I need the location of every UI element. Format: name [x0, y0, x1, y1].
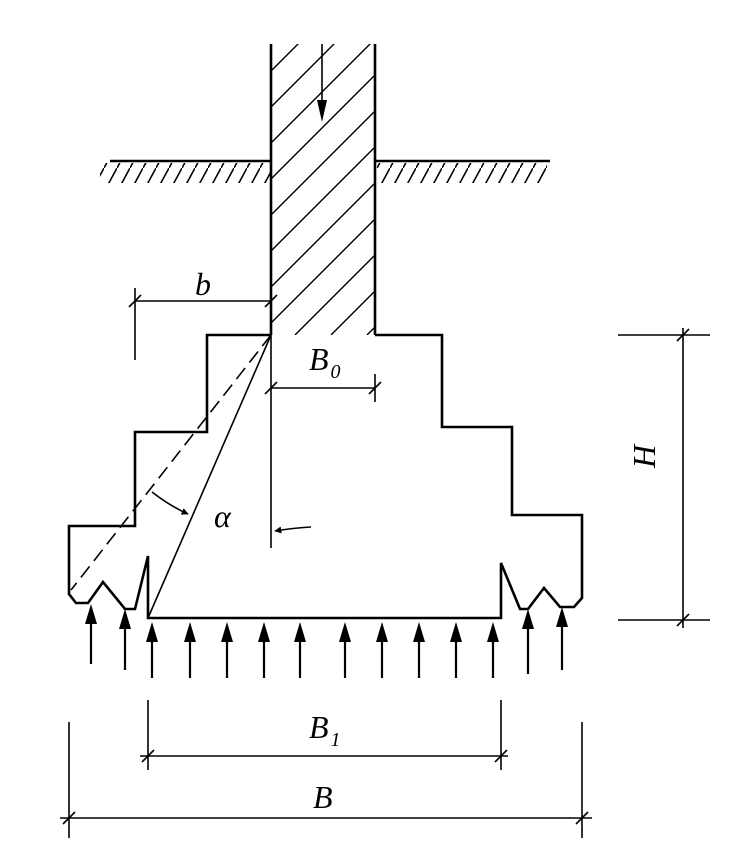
alpha-label: α [214, 498, 232, 534]
reaction-arrow [294, 622, 306, 678]
column-hatch-line [271, 74, 375, 180]
reaction-arrow [119, 609, 131, 670]
column-hatch-line [271, 146, 375, 252]
reaction-arrow [184, 622, 196, 678]
dimension-b: b [128, 266, 278, 360]
column-hatch-line [271, 44, 299, 72]
reaction-arrow [413, 622, 425, 678]
column-hatch-line [271, 110, 375, 216]
reaction-arrow [258, 622, 270, 678]
b-label: b [195, 266, 211, 302]
rigid-angle-dashed-line [70, 334, 272, 591]
column-hatch-line [271, 44, 371, 144]
column-hatch-line [271, 182, 375, 288]
footing-outline [67, 333, 584, 620]
reaction-arrow [85, 604, 97, 664]
soil-reaction-arrows [85, 604, 568, 678]
column-hatching [271, 44, 375, 335]
column-hatch-line [271, 44, 335, 108]
alpha-angle-arc-center [274, 526, 312, 534]
ground-surface-left [100, 159, 271, 183]
reaction-arrow [339, 622, 351, 678]
reaction-arrow [221, 622, 233, 678]
B-label: B [313, 779, 333, 815]
reaction-arrow [556, 607, 568, 670]
pressure-spread-line [147, 334, 272, 619]
H-label: H [626, 443, 662, 469]
column [269, 44, 377, 335]
reaction-arrow [376, 622, 388, 678]
ground-surface-right [375, 159, 550, 183]
reaction-arrow [450, 622, 462, 678]
reaction-arrow [522, 609, 534, 674]
reaction-arrow [487, 622, 499, 678]
reaction-arrow [146, 622, 158, 678]
column-hatch-line [271, 218, 375, 324]
alpha-angle-arc [151, 491, 189, 515]
dimension-H: H [618, 328, 710, 628]
column-hatch-line [294, 254, 375, 335]
load-arrow [317, 44, 327, 122]
dimension-B: B [60, 722, 592, 838]
